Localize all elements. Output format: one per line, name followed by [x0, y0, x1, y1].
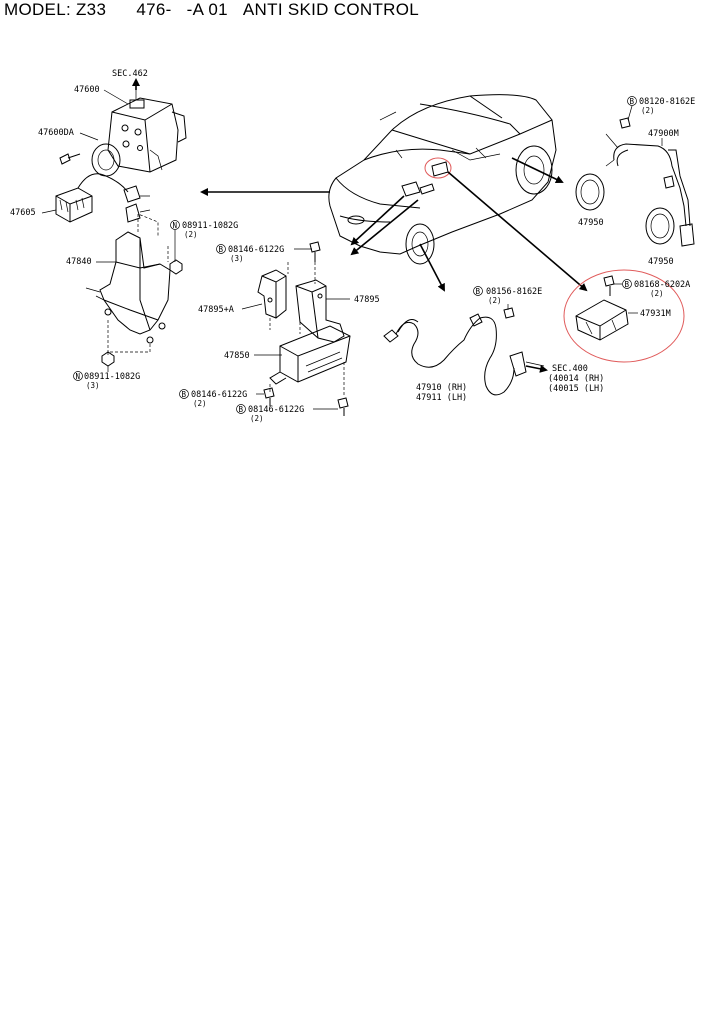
label-47931m: 47931M: [640, 309, 671, 319]
connector-47605[interactable]: [55, 173, 151, 223]
label-47605: 47605: [10, 208, 36, 218]
wheel-sensor-harness-47910[interactable]: [383, 313, 545, 396]
car-illustration: [328, 94, 557, 265]
yaw-rate-sensor-47931m[interactable]: [575, 299, 629, 341]
qty-08156: (2): [488, 296, 502, 305]
b-mark-c: B: [239, 405, 244, 414]
label-40014: (40014 (RH): [548, 374, 604, 384]
label-08120: 08120-8162E: [639, 97, 695, 107]
b-mark-f: B: [625, 280, 630, 289]
label-08168: 08168-6202A: [634, 280, 690, 290]
qty-08168: (2): [650, 289, 664, 298]
qty-08911-3: (3): [86, 381, 100, 390]
sec400-label: SEC.400: [552, 364, 588, 374]
model-label: MODEL: Z33: [4, 0, 107, 19]
b-mark-a: B: [219, 245, 224, 254]
rear-sensor-harness-47900m[interactable]: [605, 133, 695, 247]
label-47600da: 47600DA: [38, 128, 74, 138]
nut-08911-a[interactable]: [169, 259, 183, 275]
n-mark: N: [173, 221, 178, 230]
nut-08911-b[interactable]: [101, 351, 115, 367]
highlight-yaw-sensor-location: [424, 157, 452, 179]
bolt-08146-a[interactable]: [309, 241, 321, 262]
qty-08146-2b: (2): [250, 414, 264, 423]
label-47840: 47840: [66, 257, 92, 267]
qty-08911-2: (2): [184, 230, 198, 239]
control-unit-47850[interactable]: [269, 325, 351, 385]
section-code: 476- -A 01: [136, 0, 228, 19]
label-47850: 47850: [224, 351, 250, 361]
qty-08120: (2): [641, 106, 655, 115]
label-40015: (40015 (LH): [548, 384, 604, 394]
label-47910: 47910 (RH): [416, 383, 467, 393]
label-47600: 47600: [74, 85, 100, 95]
bolt-08120[interactable]: [619, 117, 631, 129]
label-08911-3: 08911-1082G: [84, 372, 140, 382]
label-08146-3: 08146-6122G: [228, 245, 284, 255]
label-08911-2: 08911-1082G: [182, 221, 238, 231]
bracket-47840[interactable]: [85, 231, 171, 344]
label-47911: 47911 (LH): [416, 393, 467, 403]
b-mark-e: B: [630, 97, 635, 106]
bracket-47895a[interactable]: [257, 269, 287, 319]
page-header: MODEL: Z33 476- -A 01 ANTI SKID CONTROL: [4, 0, 419, 20]
b-mark-d: B: [476, 287, 481, 296]
bolt-08146-b[interactable]: [263, 387, 275, 406]
sensor-rotor-47950-a[interactable]: [575, 173, 605, 211]
bracket-47895[interactable]: [295, 279, 345, 343]
bolt-47600da[interactable]: [59, 153, 81, 165]
label-47895a: 47895+A: [198, 305, 234, 315]
label-47950-b: 47950: [648, 257, 674, 267]
section-title: ANTI SKID CONTROL: [242, 0, 419, 19]
sec462-label: SEC.462: [112, 69, 148, 79]
label-47950-a: 47950: [578, 218, 604, 228]
b-mark-b: B: [182, 390, 187, 399]
qty-08146-2a: (2): [193, 399, 207, 408]
abs-actuator-47600[interactable]: [91, 97, 187, 177]
label-47900m: 47900M: [648, 129, 679, 139]
label-08146-2a: 08146-6122G: [191, 390, 247, 400]
highlight-circle-47931m: [563, 269, 685, 363]
bolt-08146-c[interactable]: [337, 397, 349, 416]
qty-08146-3: (3): [230, 254, 244, 263]
n-mark-b: N: [76, 372, 81, 381]
label-47895: 47895: [354, 295, 380, 305]
bolt-08168[interactable]: [603, 275, 615, 296]
label-08146-2b: 08146-6122G: [248, 405, 304, 415]
label-08156: 08156-8162E: [486, 287, 542, 297]
bolt-08156[interactable]: [503, 307, 515, 319]
sensor-rotor-47950-b[interactable]: [645, 207, 675, 245]
